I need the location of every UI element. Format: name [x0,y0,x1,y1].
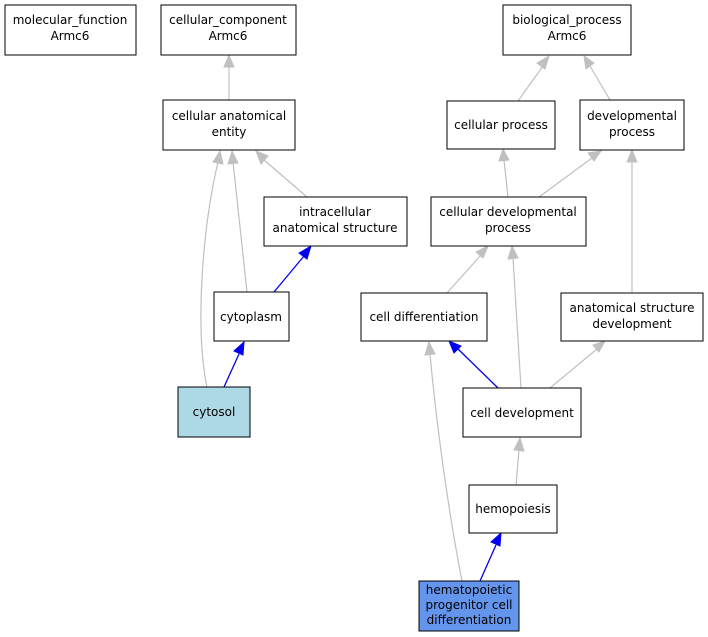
arrowhead-bp-left [536,54,550,70]
arrowhead-cdp-left [475,244,489,259]
arrowhead-cae-mid [227,149,239,165]
node-anatomical-structure-development[interactable]: anatomical structure development [560,292,704,342]
node-label-line: progenitor cell [425,598,512,612]
node-cell-differentiation[interactable]: cell differentiation [360,292,488,342]
edge-cytosol-part-of-cytoplasm [223,353,240,388]
edge-developmental-process-to-biological-process [589,65,611,101]
edge-cd-to-cdp [446,254,482,294]
node-box [160,4,297,56]
node-box [468,484,558,534]
arrowhead-hemopoiesis [490,531,502,547]
node-label-line: cell differentiation [369,310,478,324]
edge-cytoplasm-part-of-ias [273,255,305,293]
edges [200,53,638,582]
node-label-line: entity [212,125,247,139]
node-developmental-process[interactable]: developmental process [579,99,685,151]
node-label-line: Armc6 [548,29,587,43]
node-label-line: intracellular [299,205,371,219]
node-biological-process[interactable]: biological_process Armc6 [502,4,632,56]
arrowhead-cdp-right [507,244,519,260]
node-cellular-anatomical-entity[interactable]: cellular anatomical entity [162,99,296,151]
node-cytosol[interactable]: cytosol [177,386,251,438]
arrowhead-bp-right [583,54,595,70]
node-label-line: cellular developmental [439,205,577,219]
node-box [177,386,251,438]
node-label-line: cell development [470,406,574,420]
edge-cell-development-part-of-cd [457,348,499,389]
node-cell-development[interactable]: cell development [462,387,582,438]
nodes: molecular_function Armc6 cellular_compon… [4,4,704,632]
arrowhead-dp-left [587,150,603,162]
arrowhead-cd-right [448,340,462,354]
node-intracellular-anatomical-structure[interactable]: intracellular anatomical structure [263,196,408,247]
node-label-line: hemopoiesis [475,502,551,516]
node-label-line: anatomical structure [273,221,398,235]
node-label-line: biological_process [512,13,621,27]
edge-cytosol-to-cae [200,161,219,388]
edge-cdp-to-developmental-process [538,157,593,198]
node-cytoplasm[interactable]: cytoplasm [213,291,290,342]
edge-cytoplasm-to-cae [232,161,248,293]
arrowhead-cytoplasm [233,340,245,356]
node-box [579,99,685,151]
arrowhead-cell-development [513,436,525,452]
edge-hpcd-to-cd [429,353,463,582]
edge-hpcd-part-of-hemopoiesis [479,544,497,582]
arrowhead-cd-left [424,340,436,356]
arrowhead-asd [592,340,607,353]
node-label-line: cytosol [193,405,236,419]
node-label-line: cytoplasm [220,310,282,324]
node-hemopoiesis[interactable]: hemopoiesis [468,484,558,534]
node-label-line: process [485,221,531,235]
node-box [502,4,632,56]
node-cellular-component[interactable]: cellular_component Armc6 [160,4,297,56]
node-box [360,292,488,342]
node-box [162,99,296,151]
node-label-line: process [609,125,655,139]
node-box [430,196,587,247]
node-box [418,580,520,632]
node-box [462,387,582,438]
node-box [560,292,704,342]
node-label-line: hematopoietic [426,583,512,597]
edge-cell-development-to-cdp [512,257,522,389]
arrowhead-cae-right [255,150,269,165]
node-label-line: differentiation [427,613,512,627]
node-box [446,100,556,150]
edge-ias-to-cae [263,159,308,198]
node-label-line: molecular_function [13,13,128,27]
node-hematopoietic-progenitor-cell-differentiation[interactable]: hematopoietic progenitor cell differenti… [418,580,520,632]
node-molecular-function[interactable]: molecular_function Armc6 [4,4,137,56]
node-label-line: anatomical structure [570,301,695,315]
node-cellular-developmental-process[interactable]: cellular developmental process [430,196,587,247]
node-label-line: Armc6 [51,29,90,43]
arrowhead-dp-right [626,148,638,163]
node-cellular-process[interactable]: cellular process [446,100,556,150]
arrowhead-cellular-component [223,53,235,68]
arrowhead-ias [298,244,312,260]
node-label-line: development [592,317,671,331]
node-box [263,196,408,247]
node-box [213,291,290,342]
node-label-line: cellular anatomical [172,109,286,123]
edge-cellular-process-to-biological-process [517,65,544,102]
arrowhead-cae-left [212,149,224,165]
node-label-line: Armc6 [209,29,248,43]
arrowhead-cellular-process [498,147,510,162]
node-box [4,4,137,56]
node-label-line: developmental [587,109,677,123]
edge-hemopoiesis-to-cell-development [515,449,520,486]
node-label-line: cellular_component [169,13,287,27]
node-label-line: cellular process [454,118,548,132]
edge-cell-development-to-asd [549,348,598,389]
edge-cdp-to-cellular-process [503,159,509,198]
